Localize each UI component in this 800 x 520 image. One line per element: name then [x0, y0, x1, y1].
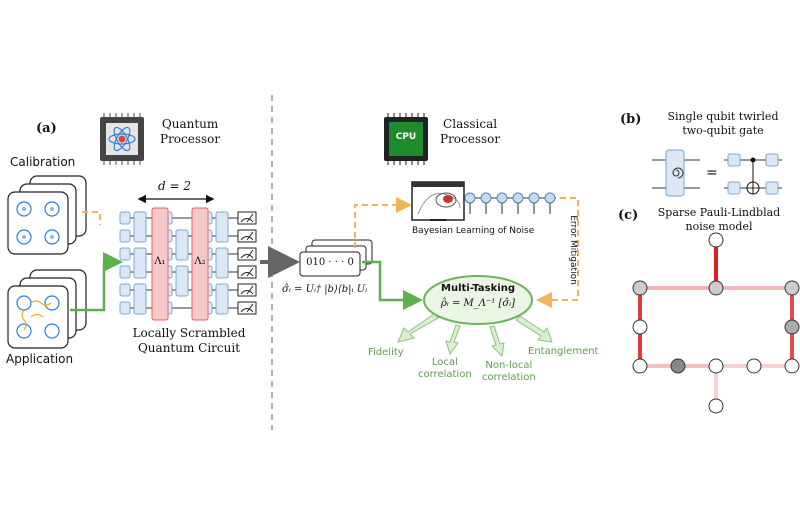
task-local-correlation: Local correlation [418, 357, 472, 380]
cpu-chip-icon [384, 113, 428, 165]
panel-b-rhs-circuit [724, 153, 782, 195]
green-arrow-multitask [362, 260, 423, 310]
calibration-label: Calibration [10, 155, 76, 169]
noise-layer-1 [151, 207, 169, 321]
multitasking-title: Multi-Tasking [441, 283, 515, 294]
orange-dashed-calibration [82, 211, 101, 225]
layer-1-label: Λ₁ [154, 256, 166, 267]
noise-layer-2 [191, 207, 209, 321]
noise-lattice [632, 232, 800, 414]
multitasking-node [423, 275, 533, 325]
panel-b-title: Single qubit twirled two-qubit gate [667, 110, 779, 137]
panel-b-equals: = [706, 165, 718, 181]
depth-label: d = 2 [158, 179, 191, 193]
application-cards [7, 269, 87, 349]
application-label: Application [6, 352, 74, 366]
task-arrows [397, 313, 553, 358]
bayes-monitor-icon [411, 181, 465, 221]
quantum-processor-label: Quantum Processor [160, 117, 221, 146]
calibration-cards [7, 175, 87, 255]
multitasking-formula: ρ̂ᵢ = M_Λ⁻¹ [σ̂ᵢ] [440, 298, 516, 309]
task-nonlocal-correlation: Non-local correlation [482, 360, 536, 383]
quantum-chip-icon [100, 113, 144, 165]
bayesian-label: Bayesian Learning of Noise [412, 226, 535, 236]
task-fidelity: Fidelity [368, 347, 404, 358]
task-entanglement: Entanglement [528, 346, 599, 357]
orange-dashed-bayes [354, 197, 412, 248]
measurement-icons [237, 211, 257, 315]
panel-c-tag: (c) [618, 208, 639, 223]
layer-2-label: Λ₂ [194, 256, 206, 267]
panel-b-lhs-gate [652, 149, 700, 197]
shadow-stack [299, 239, 373, 277]
panel-b-tag: (b) [620, 112, 642, 127]
error-mitigation-label: Error Mitigation [567, 215, 578, 285]
bitstring-label: 010 · · · 0 [306, 257, 354, 268]
cpu-chip-label: CPU [395, 132, 417, 142]
circuit-gates [133, 211, 229, 315]
panel-a-tag: (a) [36, 121, 57, 136]
panel-c-title: Sparse Pauli-Lindblad noise model [657, 206, 781, 233]
circuit-caption: Locally Scrambled Quantum Circuit [132, 326, 246, 355]
classical-processor-label: Classical Processor [440, 117, 501, 146]
green-arrow-input [70, 252, 123, 312]
noise-parameter-chain [464, 192, 556, 214]
shadow-formula: σ̂ᵢ = Uᵢ† |b⟩⟨b|ᵢ Uᵢ [282, 284, 368, 295]
